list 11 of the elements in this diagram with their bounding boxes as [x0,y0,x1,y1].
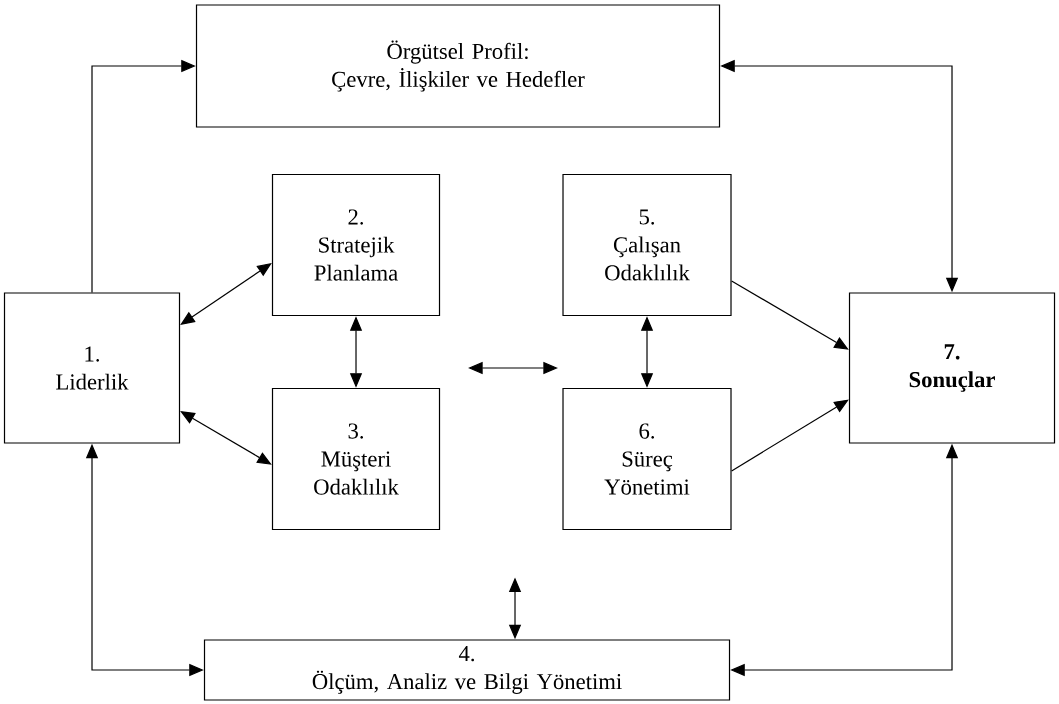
process-box: 7. Sonuçlar [848,292,1056,444]
arrow [731,399,849,472]
process-box: Örgütsel Profil: Çevre, İlişkiler ve Hedefler [195,4,721,128]
process-box: 3. Müşteri Odaklılık [271,387,441,531]
process-box: 6. Süreç Yönetimi [562,387,732,531]
arrow [731,280,849,350]
process-box: 1. Liderlik [3,292,181,444]
process-box: 2. Stratejik Planlama [271,173,441,317]
process-box: 4. Ölçüm, Analiz ve Bilgi Yönetimi [203,639,731,701]
arrow [180,411,272,465]
process-box: 5. Çalışan Odaklılık [562,173,732,317]
